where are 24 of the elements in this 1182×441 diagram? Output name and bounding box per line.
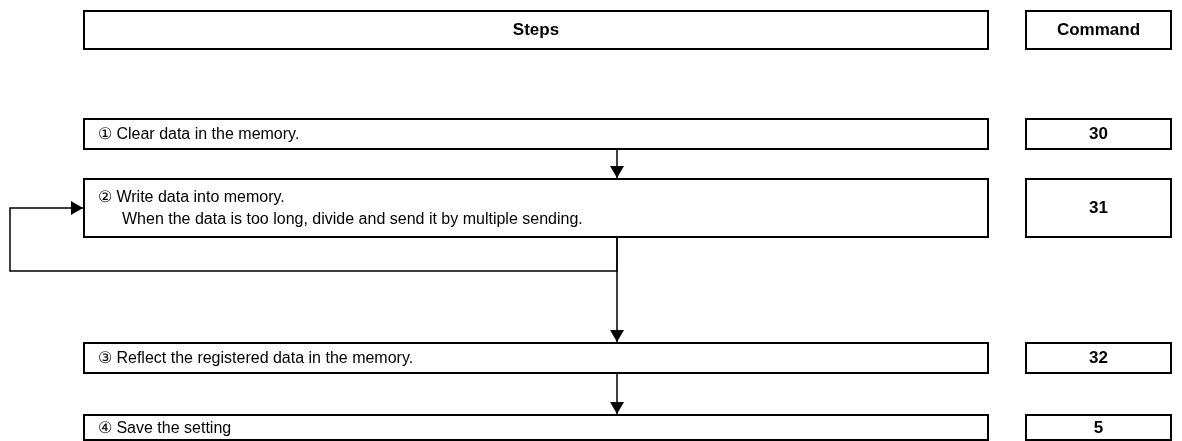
step-box <box>83 178 989 238</box>
label-text: Steps <box>512 19 560 41</box>
step-text: ④ Save the setting <box>98 417 232 438</box>
label-text: 30 <box>1089 123 1108 145</box>
label-text: 32 <box>1089 347 1108 369</box>
command-box <box>1025 414 1172 441</box>
step-box <box>83 342 989 374</box>
label-text: 31 <box>1089 197 1108 219</box>
arrow <box>610 373 624 415</box>
step-text: ③ Reflect the registered data in the memory. <box>98 348 414 368</box>
command-box <box>1025 178 1172 238</box>
command-box <box>1025 118 1172 150</box>
arrow <box>610 149 624 179</box>
step-text: ② Write data into memory. <box>98 187 285 207</box>
header-box <box>83 10 989 50</box>
label-text: Command <box>1056 19 1141 41</box>
step-box <box>83 118 989 150</box>
arrow <box>9 201 618 272</box>
command-box <box>1025 342 1172 374</box>
label-text: 5 <box>1093 416 1104 439</box>
step-note: When the data is too long, divide and send it by multiple sending. <box>121 209 583 229</box>
step-text: ① Clear data in the memory. <box>98 124 300 144</box>
header-box <box>1025 10 1172 50</box>
step-box <box>83 414 989 441</box>
